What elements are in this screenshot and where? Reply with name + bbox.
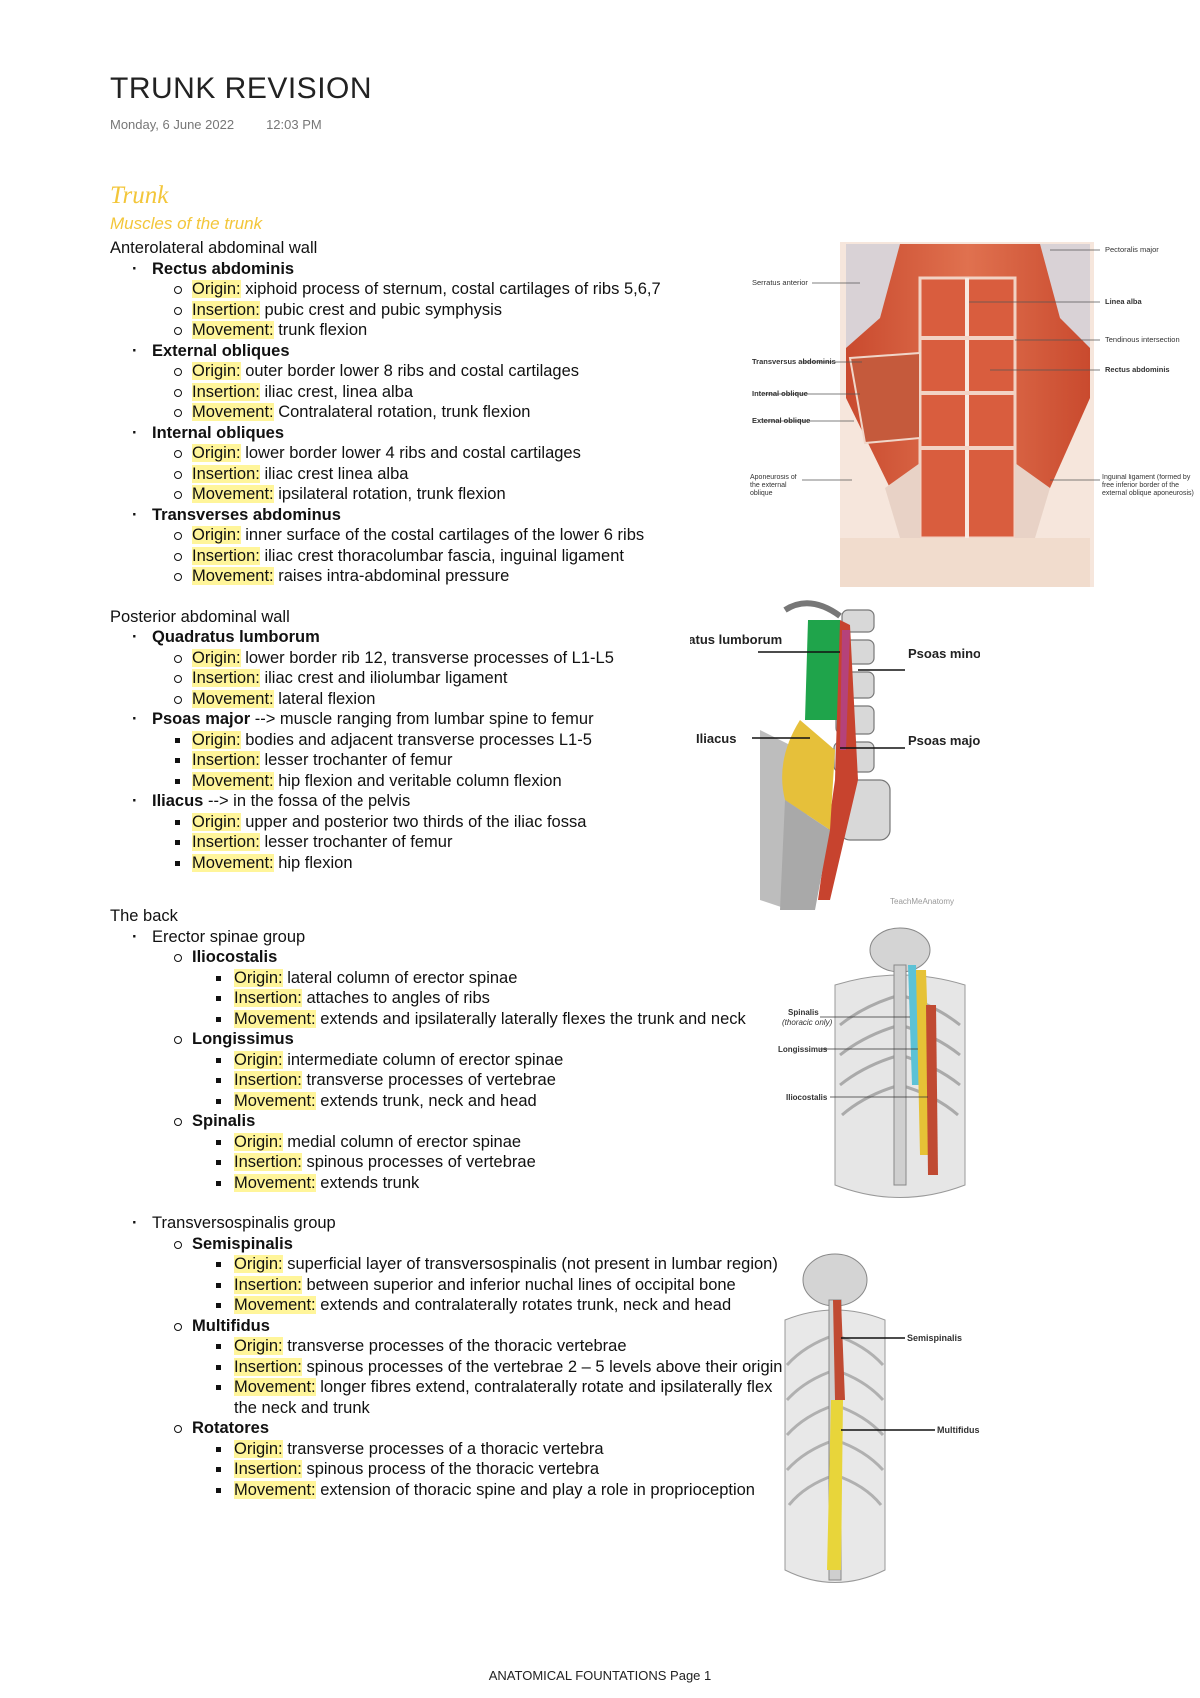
iliacus-insertion: Insertion: lesser trochanter of femur bbox=[110, 832, 790, 853]
abdomen-label-lines bbox=[762, 249, 1100, 481]
iliocostalis-insertion: Insertion: attaches to angles of ribs bbox=[110, 988, 790, 1009]
muscle-transverses: Transverses abdominus bbox=[110, 505, 790, 526]
group-erector: Erector spinae group bbox=[110, 927, 790, 948]
page-footer: ANATOMICAL FOUNTATIONS Page 1 bbox=[488, 1668, 712, 1683]
label-inguinal-ligament: Inguinal ligament (formed by free inferi… bbox=[1102, 474, 1194, 497]
muscle-psoas: Psoas major --> muscle ranging from lumb… bbox=[110, 709, 790, 730]
iliocostalis-movement: Movement: extends and ipsilaterally late… bbox=[110, 1009, 790, 1030]
muscle-longissimus: Longissimus bbox=[110, 1029, 790, 1050]
posterior-heading: Posterior abdominal wall bbox=[110, 607, 290, 626]
muscle-semispinalis: Semispinalis bbox=[110, 1234, 790, 1255]
longissimus-movement: Movement: extends trunk, neck and head bbox=[110, 1091, 790, 1112]
page-date: Monday, 6 June 2022 bbox=[110, 117, 235, 132]
label-semispinalis: Semispinalis bbox=[907, 1333, 962, 1343]
multifidus-origin: Origin: transverse processes of the thor… bbox=[110, 1336, 790, 1357]
posterior-wall-illustration: Quadratus lumborum Psoas minor Iliacus P… bbox=[690, 600, 980, 912]
muscle-quadratus: Quadratus lumborum bbox=[110, 627, 790, 648]
group-transversospinalis: Transversospinalis group bbox=[110, 1213, 790, 1234]
abdominal-wall-illustration: Pectoralis major Serratus anterior Linea… bbox=[750, 242, 1194, 587]
transversospinalis-illustration: Semispinalis Multifidus bbox=[784, 1253, 980, 1583]
label-external-oblique: External oblique bbox=[752, 416, 810, 425]
rotatores-insertion: Insertion: spinous process of the thorac… bbox=[110, 1459, 790, 1480]
semispinalis-insertion: Insertion: between superior and inferior… bbox=[110, 1275, 790, 1296]
quadratus-movement: Movement: lateral flexion bbox=[110, 689, 790, 710]
muscle-iliocostalis: Iliocostalis bbox=[110, 947, 790, 968]
page-title: TRUNK REVISION bbox=[110, 72, 373, 105]
label-psoas-minor: Psoas minor bbox=[908, 646, 980, 661]
label-linea-alba: Linea alba bbox=[1105, 297, 1143, 306]
label-iliacus: Iliacus bbox=[696, 731, 736, 746]
multifidus-movement: Movement: longer fibres extend, contrala… bbox=[110, 1377, 790, 1418]
transverses-origin: Origin: inner surface of the costal cart… bbox=[110, 525, 790, 546]
external-insertion: Insertion: iliac crest, linea alba bbox=[110, 382, 790, 403]
iliocostalis-origin: Origin: lateral column of erector spinae bbox=[110, 968, 790, 989]
section-heading: Trunk bbox=[110, 182, 169, 209]
psoas-origin: Origin: bodies and adjacent transverse p… bbox=[110, 730, 790, 751]
internal-movement: Movement: ipsilateral rotation, trunk fl… bbox=[110, 484, 790, 505]
semispinalis-origin: Origin: superficial layer of transversos… bbox=[110, 1254, 790, 1275]
internal-origin: Origin: lower border lower 4 ribs and co… bbox=[110, 443, 790, 464]
notes-back: The back Erector spinae group Iliocostal… bbox=[110, 906, 790, 1500]
muscle-multifidus: Multifidus bbox=[110, 1316, 790, 1337]
label-pectoralis-major: Pectoralis major bbox=[1105, 245, 1159, 254]
internal-insertion: Insertion: iliac crest linea alba bbox=[110, 464, 790, 485]
label-transversus-abdominis: Transversus abdominis bbox=[752, 357, 836, 366]
anterolateral-heading: Anterolateral abdominal wall bbox=[110, 239, 318, 257]
psoas-movement: Movement: hip flexion and veritable colu… bbox=[110, 771, 790, 792]
label-quadratus: Quadratus lumborum bbox=[690, 632, 782, 647]
quadratus-insertion: Insertion: iliac crest and iliolumbar li… bbox=[110, 668, 790, 689]
iliacus-origin: Origin: upper and posterior two thirds o… bbox=[110, 812, 790, 833]
muscle-internal: Internal obliques bbox=[110, 423, 790, 444]
rectus-insertion: Insertion: pubic crest and pubic symphys… bbox=[110, 300, 790, 321]
iliacus-movement: Movement: hip flexion bbox=[110, 853, 790, 874]
page-time: 12:03 PM bbox=[266, 117, 322, 132]
label-aponeurosis: Aponeurosis of the external oblique bbox=[750, 474, 797, 497]
rotatores-origin: Origin: transverse processes of a thorac… bbox=[110, 1439, 790, 1460]
spinalis-insertion: Insertion: spinous processes of vertebra… bbox=[110, 1152, 790, 1173]
spinalis-origin: Origin: medial column of erector spinae bbox=[110, 1132, 790, 1153]
multifidus-insertion: Insertion: spinous processes of the vert… bbox=[110, 1357, 790, 1378]
muscle-external: External obliques bbox=[110, 341, 790, 362]
label-spinalis: Spinalis bbox=[788, 1008, 819, 1017]
external-origin: Origin: outer border lower 8 ribs and co… bbox=[110, 361, 790, 382]
teachmeanatomy-credit: TeachMeAnatomy bbox=[890, 897, 954, 906]
muscle-rotatores: Rotatores bbox=[110, 1418, 790, 1439]
section-subheading: Muscles of the trunk bbox=[110, 214, 263, 233]
rectus-origin: Origin: xiphoid process of sternum, cost… bbox=[110, 279, 790, 300]
muscle-spinalis: Spinalis bbox=[110, 1111, 790, 1132]
notes-abdominal: Anterolateral abdominal wall Rectus abdo… bbox=[110, 238, 790, 873]
transverses-movement: Movement: raises intra-abdominal pressur… bbox=[110, 566, 790, 587]
label-tendinous-intersection: Tendinous intersection bbox=[1105, 335, 1180, 344]
spinalis-movement: Movement: extends trunk bbox=[110, 1173, 790, 1194]
erector-spinae-illustration: Spinalis (thoracic only) Longissimus Ili… bbox=[778, 927, 966, 1198]
label-multifidus: Multifidus bbox=[937, 1425, 980, 1435]
longissimus-origin: Origin: intermediate column of erector s… bbox=[110, 1050, 790, 1071]
label-rectus-abdominis: Rectus abdominis bbox=[1105, 365, 1170, 374]
label-longissimus: Longissimus bbox=[778, 1045, 828, 1054]
external-movement: Movement: Contralateral rotation, trunk … bbox=[110, 402, 790, 423]
label-internal-oblique: Internal oblique bbox=[752, 389, 808, 398]
back-heading: The back bbox=[110, 907, 178, 925]
page-timestamp: Monday, 6 June 2022 12:03 PM bbox=[110, 117, 322, 132]
transverses-insertion: Insertion: iliac crest thoracolumbar fas… bbox=[110, 546, 790, 567]
label-psoas-major: Psoas major bbox=[908, 733, 980, 748]
semispinalis-movement: Movement: extends and contralaterally ro… bbox=[110, 1295, 790, 1316]
label-thoracic-only: (thoracic only) bbox=[782, 1018, 833, 1027]
label-iliocostalis: Iliocostalis bbox=[786, 1093, 828, 1102]
rectus-movement: Movement: trunk flexion bbox=[110, 320, 790, 341]
longissimus-insertion: Insertion: transverse processes of verte… bbox=[110, 1070, 790, 1091]
label-serratus-anterior: Serratus anterior bbox=[752, 278, 808, 287]
quadratus-origin: Origin: lower border rib 12, transverse … bbox=[110, 648, 790, 669]
psoas-insertion: Insertion: lesser trochanter of femur bbox=[110, 750, 790, 771]
muscle-iliacus: Iliacus --> in the fossa of the pelvis bbox=[110, 791, 790, 812]
muscle-rectus: Rectus abdominis bbox=[110, 259, 790, 280]
rotatores-movement: Movement: extension of thoracic spine an… bbox=[110, 1480, 790, 1501]
